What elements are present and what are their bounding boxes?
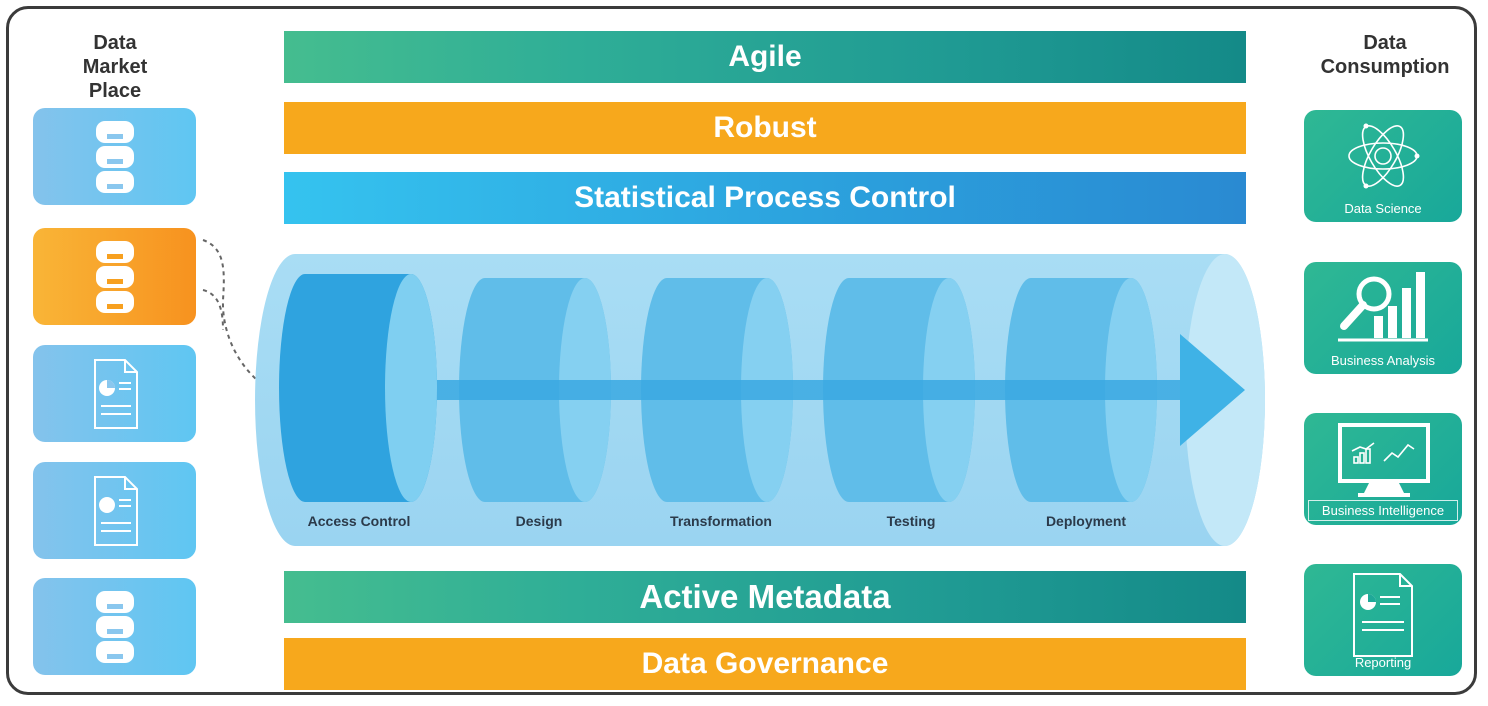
source-card-report-2 <box>33 462 196 559</box>
agile-band: Agile <box>284 31 1246 83</box>
stage-label-design: Design <box>516 513 563 529</box>
stage-cylinder-access-control <box>279 274 437 502</box>
consumer-label-business-analysis: Business Analysis <box>1330 353 1436 368</box>
stage-label-transformation: Transformation <box>670 513 772 529</box>
data-consumption-title: Data Consumption <box>1320 32 1450 78</box>
consumer-card-reporting: Reporting <box>1304 564 1462 676</box>
robust-label: Robust <box>713 111 817 144</box>
data-governance-band: Data Governance <box>284 638 1246 690</box>
source-card-database-1 <box>33 108 196 205</box>
dashed-connector <box>202 239 258 381</box>
agile-label: Agile <box>728 40 802 73</box>
database-icon <box>95 120 134 193</box>
active-metadata-band: Active Metadata <box>284 571 1246 623</box>
source-card-report-1 <box>33 345 196 442</box>
source-card-database-3 <box>33 578 196 675</box>
consumer-label-data-science: Data Science <box>1344 201 1422 216</box>
consumer-card-business-analysis: Business Analysis <box>1304 262 1462 374</box>
report-dot-icon <box>93 475 138 546</box>
diagram-frame <box>6 6 1477 695</box>
report-pie-icon <box>93 358 138 429</box>
spc-label: Statistical Process Control <box>574 181 956 214</box>
consumer-card-business-intelligence: Business Intelligence <box>1304 413 1462 525</box>
flow-arrow-shaft <box>405 380 1185 400</box>
spc-band: Statistical Process Control <box>284 172 1246 224</box>
robust-band: Robust <box>284 102 1246 154</box>
data-market-place-title: Data Market Place <box>82 32 148 102</box>
monitor-chart-icon <box>1338 423 1430 497</box>
consumer-card-data-science: Data Science <box>1304 110 1462 222</box>
stage-label-deployment: Deployment <box>1046 513 1126 529</box>
source-card-database-2 <box>33 228 196 325</box>
flow-arrow-head <box>1180 334 1245 446</box>
stage-label-access-control: Access Control <box>308 513 411 529</box>
database-icon <box>95 590 134 663</box>
magnifier-bar-chart-icon <box>1338 272 1428 342</box>
data-governance-label: Data Governance <box>641 647 889 680</box>
consumer-label-reporting: Reporting <box>1354 655 1412 670</box>
atom-icon <box>1348 123 1420 189</box>
database-icon <box>95 240 134 313</box>
consumer-label-business-intelligence: Business Intelligence <box>1308 500 1458 521</box>
pipeline: Access Control Design Transformation Tes… <box>255 254 1265 546</box>
report-pie-icon <box>1353 573 1413 657</box>
stage-label-testing: Testing <box>887 513 936 529</box>
active-metadata-label: Active Metadata <box>639 578 891 615</box>
